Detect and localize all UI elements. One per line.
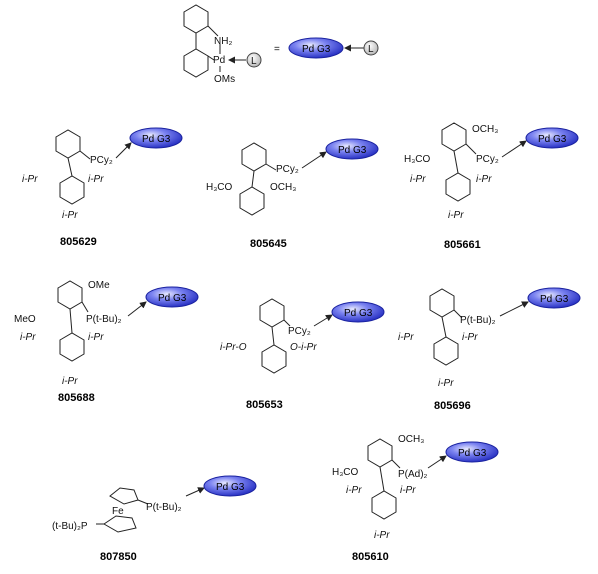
ligand-circle [246,52,262,68]
compound-number: 805696 [434,400,471,412]
sub-label: Fe [112,506,124,517]
legend-structure: NH₂ Pd OMs L [183,4,262,85]
sub-label: i-Pr [374,530,390,541]
sub-label: i-Pr [88,174,104,185]
sub-label: i-Pr [398,332,414,343]
pill-label: Pd G3 [338,145,367,156]
compound-number: 805688 [58,392,95,404]
oms-label: OMs [214,74,235,85]
pd-g3-pill [527,287,581,309]
compound-805645: PCy₂ Pd G3 H₃CO OCH₃ 805645 [206,138,379,250]
sub-label: OCH₃ [270,182,296,193]
pill-label: Pd G3 [458,448,487,459]
p-label: P(t-Bu)₂ [86,314,122,325]
pd-label: Pd [213,55,225,66]
legend-pill [288,37,344,59]
equals-sign: = [274,44,280,55]
sub-label: i-Pr [476,174,492,185]
compound-number: 805610 [352,551,389,563]
compound-805653: PCy₂ Pd G3 i-Pr-O O-i-Pr 805653 [220,298,385,411]
pill-label: Pd G3 [540,294,569,305]
sub-label: i-Pr [400,485,416,496]
pill-label: Pd G3 [538,134,567,145]
sub-label: i-Pr [448,210,464,221]
compound-number: 805661 [444,239,481,251]
compound-805610: P(Ad)₂ Pd G3 OCH₃ H₃CO i-Pr i-Pr i-Pr 80… [332,434,499,563]
sub-label: H₃CO [404,154,431,165]
sub-label: H₃CO [332,467,359,478]
pill-label: Pd G3 [142,134,171,145]
sub-label: OMe [88,280,110,291]
sub-label: i-Pr [20,332,36,343]
compound-805629: PCy₂ Pd G3 i-Pr i-Pr i-Pr 805629 [22,127,183,248]
sub-label: i-Pr [346,485,362,496]
compound-number: 805629 [60,236,97,248]
sub-label: i-Pr [438,378,454,389]
p-label: PCy₂ [476,154,499,165]
p-label: P(Ad)₂ [398,469,428,480]
pd-g3-pill [203,475,257,497]
pd-g3-pill [145,286,199,308]
compound-805688: P(t-Bu)₂ Pd G3 OMe MeO i-Pr i-Pr i-Pr 80… [14,280,199,404]
pd-g3-pill [129,127,183,149]
legend-ligand-circle [363,40,379,56]
legend-ligand-label: L [368,44,374,55]
legend-pill-label: Pd G3 [302,44,331,55]
ligand-label: L [251,56,257,67]
sub-label: i-Pr [88,332,104,343]
sub-label: O-i-Pr [290,342,317,353]
p-label: PCy₂ [276,164,299,175]
sub-label: i-Pr [410,174,426,185]
sub-label: OCH₃ [398,434,424,445]
sub-label: i-Pr [22,174,38,185]
compound-number: 805645 [250,238,287,250]
pd-g3-pill [331,301,385,323]
p-label: P(t-Bu)₂ [460,315,496,326]
compound-807850: Fe P(t-Bu)₂ Pd G3 (t-Bu)₂P 807850 [52,475,257,563]
compound-805661: PCy₂ Pd G3 OCH₃ H₃CO i-Pr i-Pr i-Pr 8056… [404,122,579,251]
sub-label: i-Pr-O [220,342,247,353]
legend-pill-group: Pd G3 L [288,37,379,59]
pd-g3-pill [325,138,379,160]
pill-label: Pd G3 [344,308,373,319]
compound-number: 805653 [246,399,283,411]
sub-label: OCH₃ [472,124,498,135]
pd-g3-pill [525,127,579,149]
sub-label: i-Pr [62,376,78,387]
compound-number: 807850 [100,551,137,563]
sub-label: i-Pr [62,210,78,221]
sub-label: H₃CO [206,182,233,193]
sub-label: i-Pr [462,332,478,343]
p-label: PCy₂ [288,326,311,337]
pill-label: Pd G3 [216,482,245,493]
nh2-label: NH₂ [214,36,232,47]
sub-label: (t-Bu)₂P [52,521,88,532]
p-label: PCy₂ [90,155,113,166]
p-label: P(t-Bu)₂ [146,502,182,513]
pill-label: Pd G3 [158,293,187,304]
sub-label: MeO [14,314,36,325]
pd-g3-pill [445,441,499,463]
compound-805696: P(t-Bu)₂ Pd G3 i-Pr i-Pr i-Pr 805696 [398,287,581,412]
